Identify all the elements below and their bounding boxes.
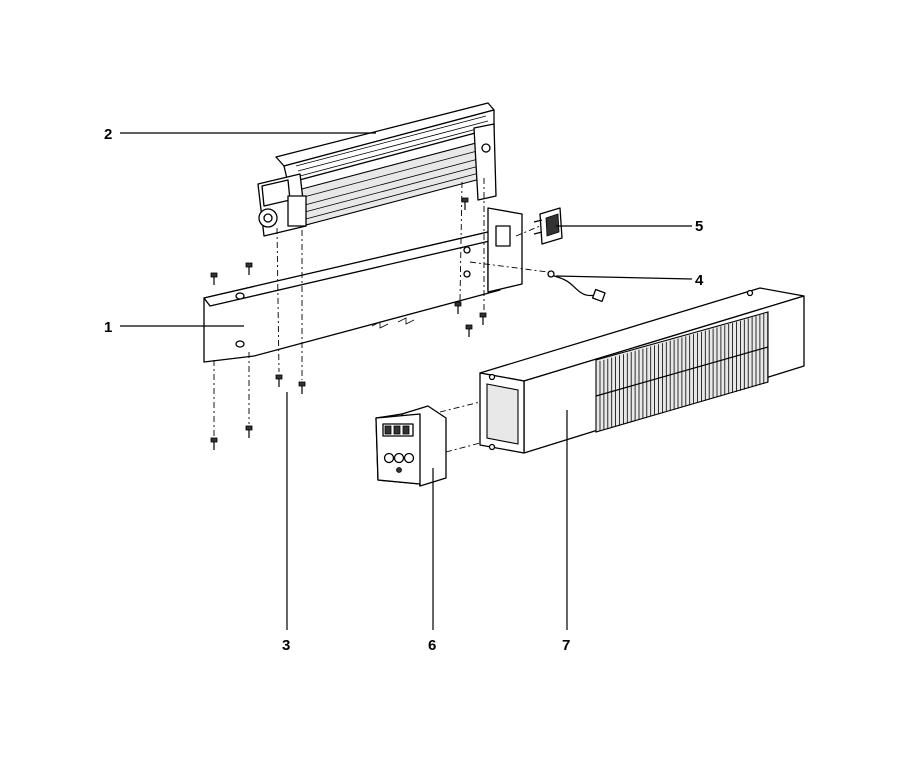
leader-lines [120, 132, 693, 630]
screw-icon [454, 301, 462, 314]
callout-6: 6 [428, 637, 436, 654]
callout-7: 7 [562, 637, 570, 654]
callout-labels: 2 1 3 4 5 6 7 [104, 126, 704, 654]
screw-icon [245, 425, 253, 438]
fan-drum-blades [299, 149, 484, 221]
control-button-icon [383, 452, 395, 464]
screw-icon [245, 262, 253, 275]
heater-housing [479, 287, 805, 454]
screw-icon [275, 374, 283, 387]
indicator-icon [396, 467, 402, 473]
housing-louvre-grille [595, 311, 769, 433]
control-button-icon [393, 452, 405, 464]
callout-3: 3 [282, 637, 290, 654]
fan-grille [295, 115, 489, 177]
callout-1: 1 [104, 319, 112, 336]
control-unit [375, 405, 447, 487]
callout-4: 4 [695, 272, 704, 289]
mounting-bracket [203, 207, 523, 363]
earth-wire [547, 270, 606, 303]
screw-icon [210, 272, 218, 285]
control-button-icon [403, 452, 415, 464]
screw-icon [210, 437, 218, 450]
screw-icon [298, 381, 306, 394]
fan-assembly [257, 102, 497, 237]
screw-icon [479, 312, 487, 325]
callout-2: 2 [104, 126, 112, 143]
screws [210, 197, 487, 450]
screw-icon [465, 324, 473, 337]
screw-icon [461, 197, 469, 210]
callout-5: 5 [695, 218, 703, 235]
power-socket [533, 207, 563, 245]
